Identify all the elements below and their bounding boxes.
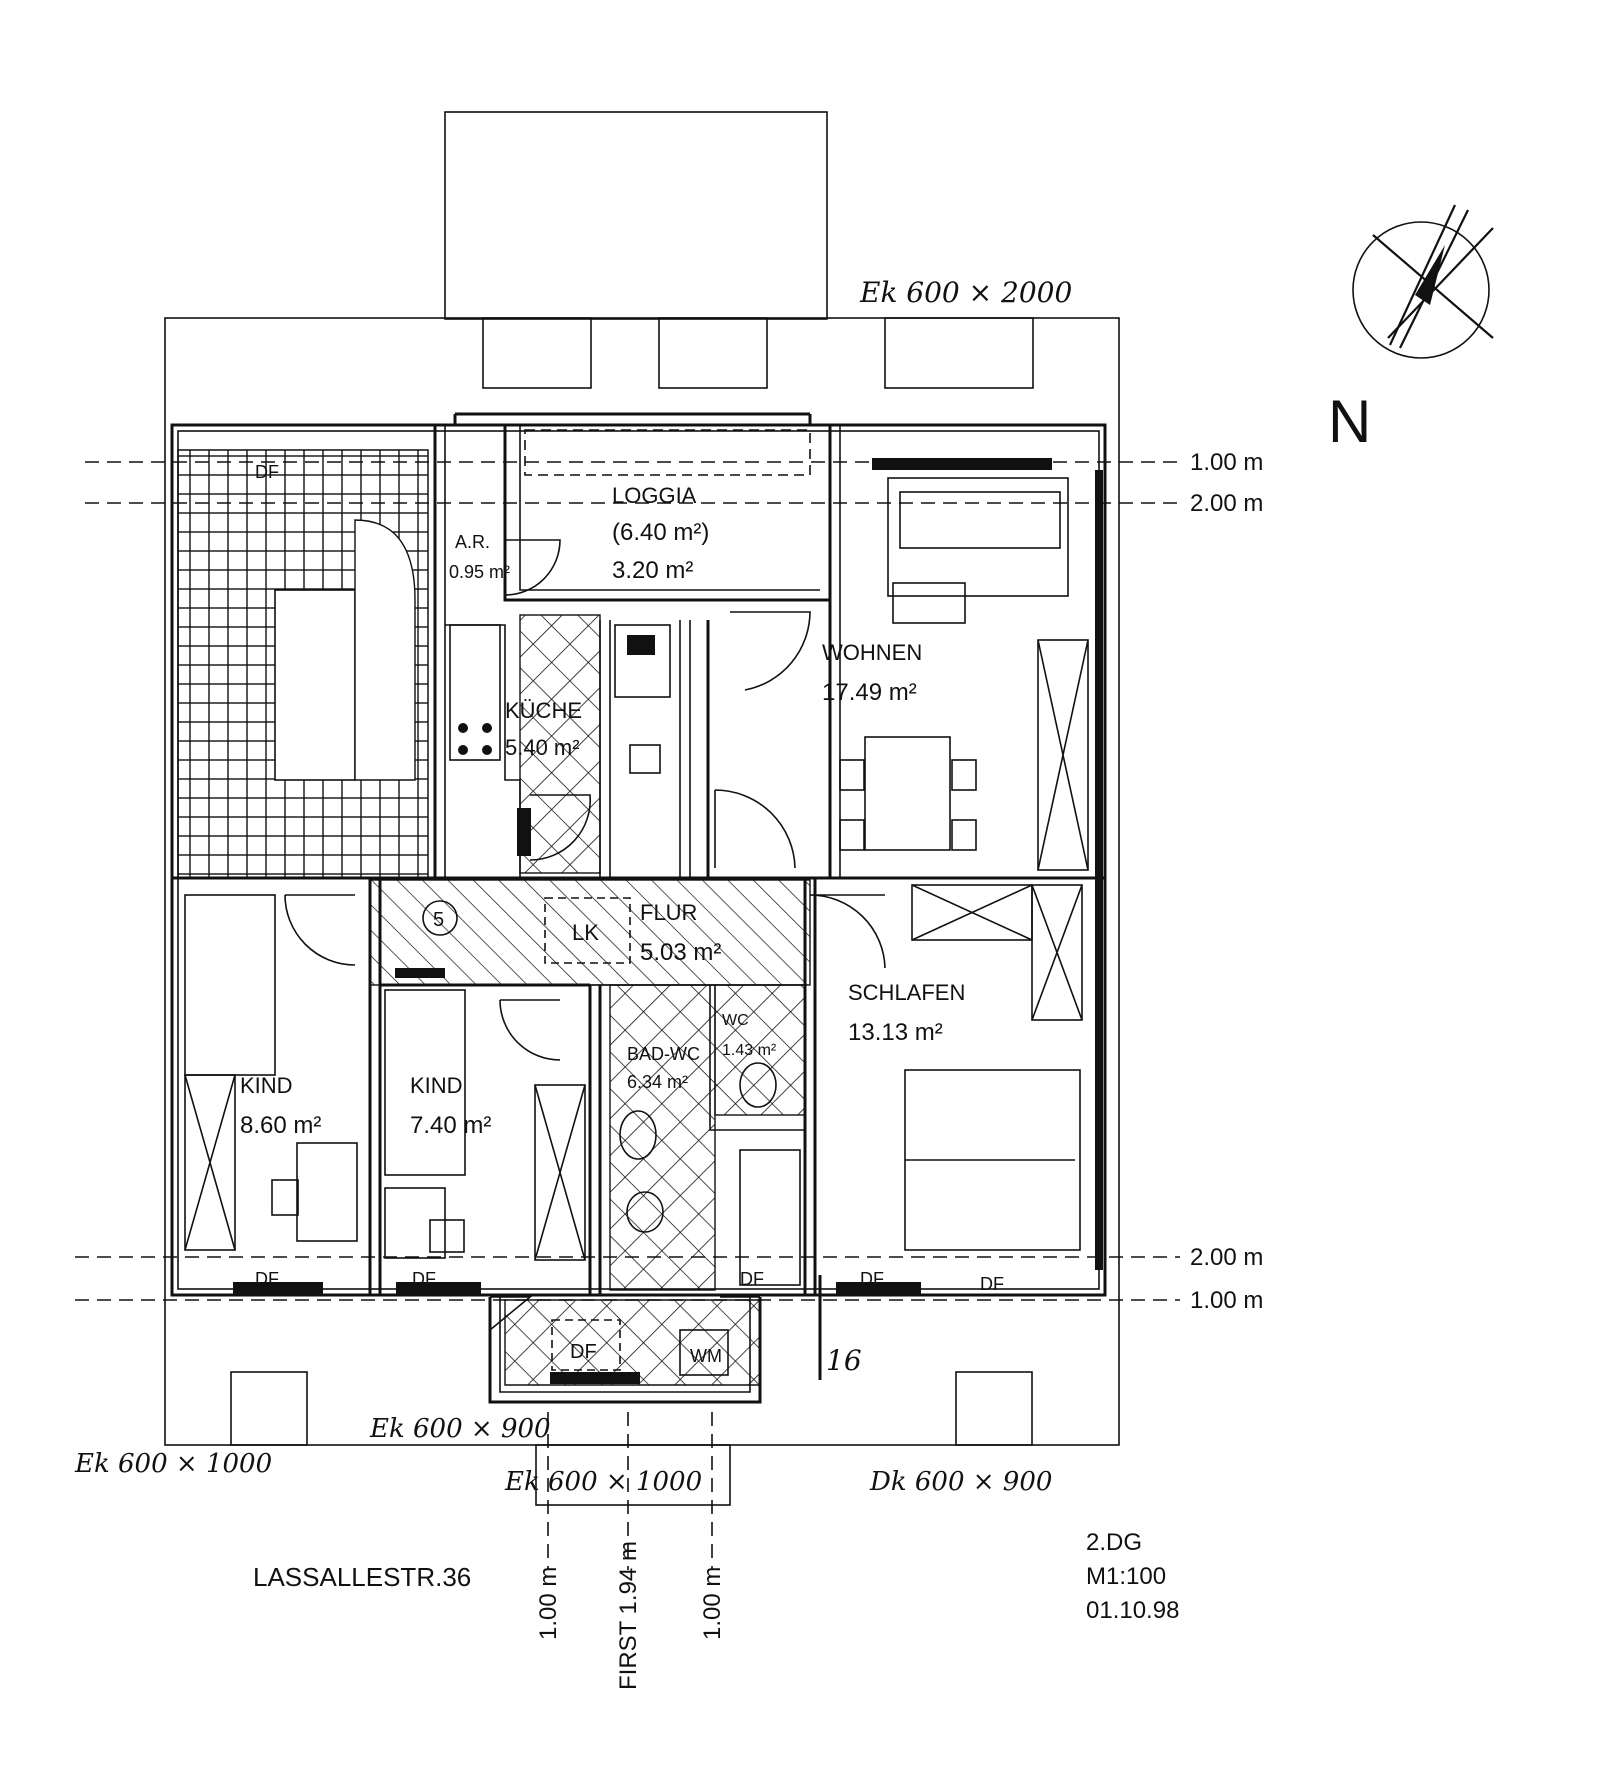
df-label-top: DF [255, 462, 279, 482]
ek-bottom-note: Ek 600 × 1000 [504, 1467, 702, 1497]
loggia-area-full: (6.40 m²) [612, 519, 709, 546]
kind1-area: 8.60 m² [240, 1112, 321, 1139]
dim-vert-mid: FIRST 1.94 m [615, 1541, 642, 1690]
dim-top-2: 2.00 m [1190, 490, 1263, 517]
dim-bottom-2: 2.00 m [1190, 1244, 1263, 1271]
roof-outline [164, 111, 1120, 1506]
schlafen-area: 13.13 m² [848, 1019, 943, 1046]
door-swings [284, 539, 886, 1061]
kueche-area: 5.40 m² [505, 735, 580, 760]
dim-vert-right: 1.00 m [699, 1567, 726, 1640]
loggia-label: LOGGIA [612, 483, 697, 508]
stair-number: 5 [433, 909, 444, 931]
compass-rose-icon [1352, 204, 1494, 359]
ar-label: A.R. [455, 532, 490, 552]
dk-right-note: Dk 600 × 900 [869, 1467, 1052, 1497]
kind1-label: KIND [240, 1073, 293, 1098]
df-label-bath: DF [740, 1269, 764, 1289]
wm-label: WM [690, 1346, 722, 1366]
cut-mark: 16 [826, 1344, 862, 1377]
floor-label: 2.DG [1086, 1529, 1142, 1556]
df-label-kind1: DF [255, 1269, 279, 1289]
lk-box [544, 897, 631, 964]
wohnen-label: WOHNEN [822, 640, 922, 665]
flur-label: FLUR [640, 900, 697, 925]
fixtures [184, 429, 1089, 1376]
wohnen-area: 17.49 m² [822, 679, 917, 706]
df-label-bay: DF [570, 1341, 597, 1363]
kind2-area: 7.40 m² [410, 1112, 491, 1139]
loggia-area: 3.20 m² [612, 557, 693, 584]
ek-left-note: Ek 600 × 1000 [74, 1449, 272, 1479]
flur-area: 5.03 m² [640, 939, 721, 966]
kueche-label: KÜCHE [505, 698, 582, 723]
bad-label: BAD-WC [627, 1044, 700, 1064]
floor-textures [177, 449, 811, 1386]
schlafen-label: SCHLAFEN [848, 980, 965, 1005]
ek-top-note: Ek 600 × 2000 [859, 276, 1072, 309]
df-label-sleep-1: DF [860, 1269, 884, 1289]
wc-label: WC [722, 1012, 749, 1029]
north-label: N [1328, 388, 1371, 455]
df-label-sleep-2: DF [980, 1274, 1004, 1294]
bad-area: 6.34 m² [627, 1072, 688, 1092]
lk-label: LK [572, 920, 599, 945]
kind2-label: KIND [410, 1073, 463, 1098]
df-label-kind2: DF [412, 1269, 436, 1289]
roof-window-bars [233, 458, 1103, 1384]
scale-label: M1:100 [1086, 1563, 1166, 1590]
ar-area: 0.95 m² [449, 562, 510, 582]
dim-vert-left: 1.00 m [535, 1567, 562, 1640]
dim-bottom-1: 1.00 m [1190, 1287, 1263, 1314]
dim-top-1: 1.00 m [1190, 449, 1263, 476]
date-label: 01.10.98 [1086, 1597, 1179, 1624]
ek-mid-note: Ek 600 × 900 [369, 1414, 551, 1444]
wc-area: 1.43 m² [722, 1042, 777, 1059]
stair-number-circle [422, 900, 458, 936]
address-label: LASSALLESTR.36 [253, 1562, 471, 1592]
